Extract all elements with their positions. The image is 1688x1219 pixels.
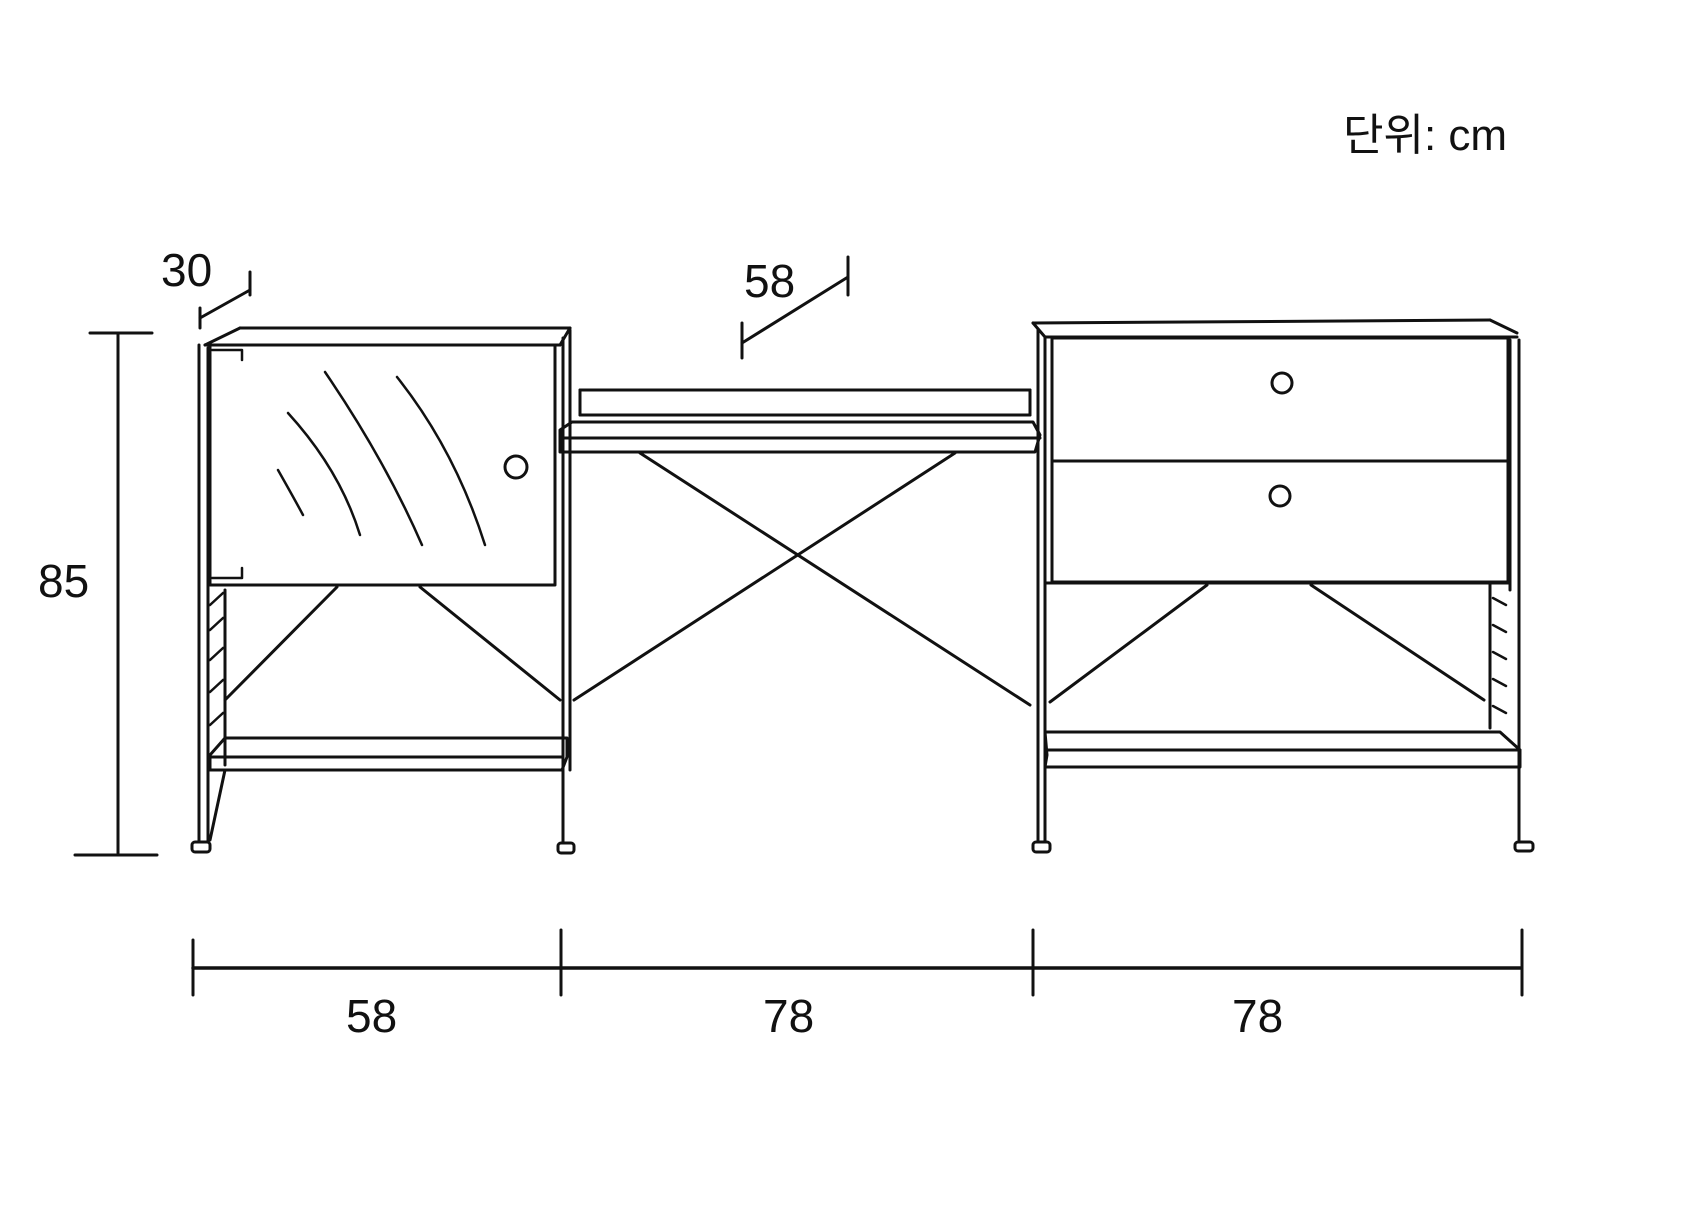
width-middle-label: 78 (763, 990, 814, 1042)
drawer-knob-bottom (1268, 484, 1292, 508)
width-left-label: 58 (346, 990, 397, 1042)
unit-label: 단위: cm (1343, 111, 1507, 160)
drawer-knob-top (1270, 371, 1294, 395)
height-dimension: 85 (38, 331, 159, 857)
door-knob (503, 454, 529, 480)
left-glass-cabinet (190, 326, 576, 855)
glass-reflection (286, 411, 362, 537)
width-dimension: 58 78 78 (191, 928, 1524, 1042)
depth-left-label: 30 (161, 244, 212, 296)
right-drawer-cabinet (1031, 318, 1535, 854)
depth-dimension-left: 30 (161, 244, 252, 330)
width-right-label: 78 (1232, 990, 1283, 1042)
depth-middle-label: 58 (744, 255, 795, 307)
depth-dimension-middle: 58 (740, 255, 850, 360)
height-label: 85 (38, 555, 89, 607)
middle-open-shelf (558, 388, 1042, 707)
